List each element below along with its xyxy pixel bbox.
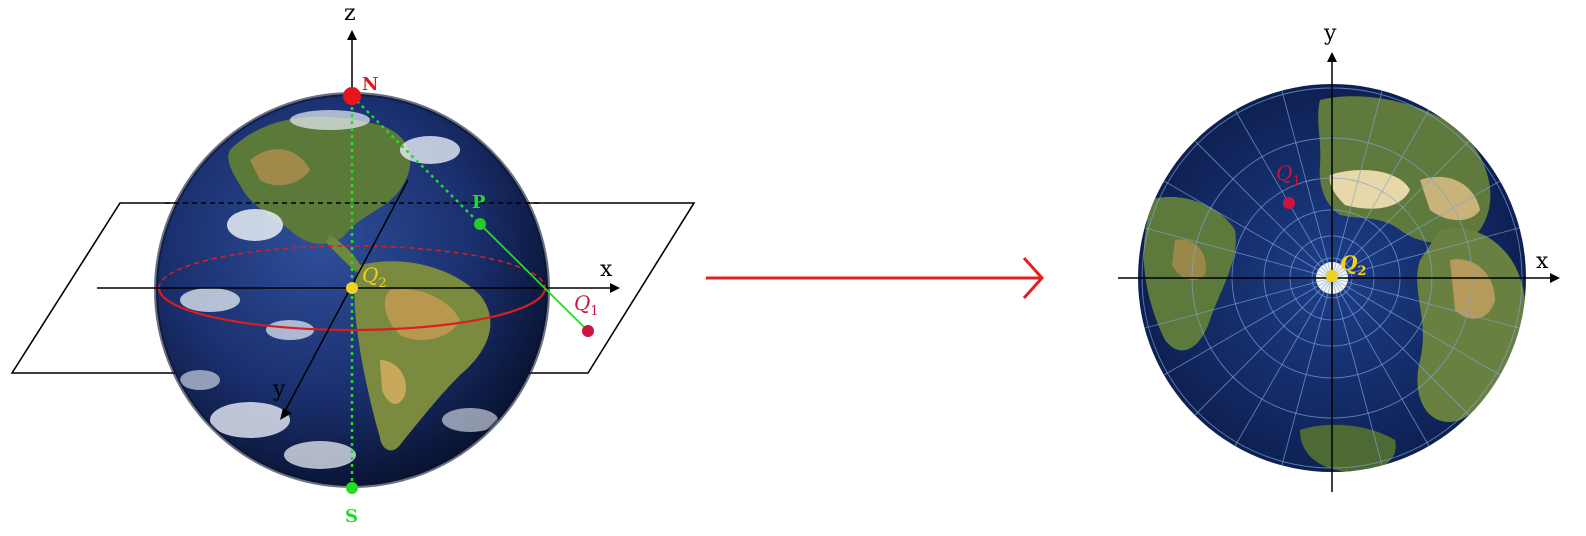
equator-front xyxy=(157,287,547,332)
south-pole-point xyxy=(346,482,358,494)
map-point-q2 xyxy=(1326,270,1338,282)
map-q2-subscript: 2 xyxy=(1357,264,1366,279)
map-x-axis-label: x xyxy=(1536,249,1549,274)
map-point-q1 xyxy=(1283,197,1295,209)
point-p xyxy=(474,218,486,230)
map-x-axis-arrow xyxy=(1550,273,1560,283)
north-label: N xyxy=(362,74,378,95)
map-q1-label: Q1 xyxy=(1276,161,1301,189)
right-panel: x y Q1 Q2 xyxy=(1118,21,1560,492)
q2-label: Q2 xyxy=(362,263,387,291)
map-y-axis-label: y xyxy=(1323,21,1337,46)
z-axis-arrow xyxy=(347,30,357,40)
x-axis-label: x xyxy=(600,257,613,282)
z-axis-label: z xyxy=(344,1,356,26)
q1-subscript: 1 xyxy=(590,304,598,319)
map-q1-subscript: 1 xyxy=(1292,174,1300,189)
equator-back xyxy=(158,245,546,289)
north-pole-point xyxy=(343,87,361,105)
q1-label: Q1 xyxy=(574,291,599,319)
y-axis xyxy=(283,179,409,414)
map-q2-label: Q2 xyxy=(1340,251,1366,279)
projection-line-north-to-p xyxy=(351,95,481,225)
globe-continents xyxy=(180,110,498,469)
map-y-axis-arrow xyxy=(1327,52,1337,62)
point-q1 xyxy=(582,325,594,337)
projection-line-p-to-q1 xyxy=(479,223,589,332)
south-label: S xyxy=(345,506,358,527)
left-panel: z x y N S P Q1 Q2 xyxy=(10,1,696,527)
y-axis-label: y xyxy=(272,377,286,402)
q2-subscript: 2 xyxy=(378,276,386,291)
mapping-arrow xyxy=(706,256,1045,300)
point-q2 xyxy=(346,282,358,294)
p-label: P xyxy=(472,192,486,213)
y-axis-arrow xyxy=(280,408,292,420)
x-axis-arrow xyxy=(610,283,620,293)
